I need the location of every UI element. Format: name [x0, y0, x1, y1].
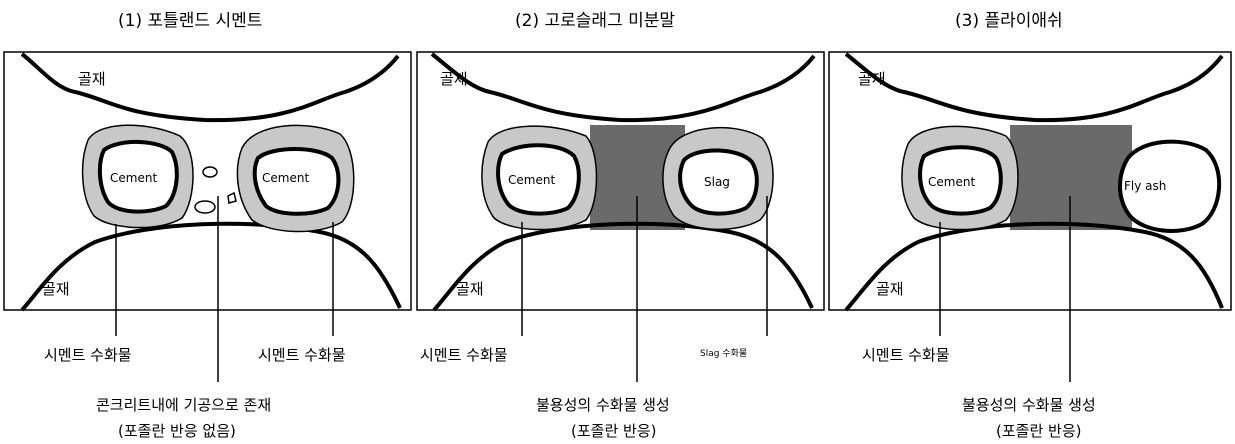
- panel3-particle-left-label: Cement: [928, 175, 975, 189]
- panel2-cement-particle-left: [496, 143, 581, 216]
- panel3-insoluble-hydrate: [1010, 125, 1132, 230]
- panel1-void: [227, 191, 237, 204]
- panel2-aggregate-bottom-label: 골재: [456, 280, 484, 298]
- panel1-label-left: 시멘트 수화물: [44, 346, 132, 364]
- panel2-caption-line2: (포졸란 반응): [571, 422, 656, 440]
- panel3-label-left: 시멘트 수화물: [862, 346, 950, 364]
- panel2-title: (2) 고로슬래그 미분말: [515, 11, 675, 31]
- panel1-void: [202, 166, 218, 178]
- panel-fly-ash: (3) 플라이애쉬 골재 골재 Cement Fly ash 시멘트 수화물 불…: [828, 11, 1232, 440]
- panel1-aggregate-bottom-outline: [20, 221, 402, 312]
- panel1-aggregate-top-outline: [20, 52, 400, 123]
- panel3-fly-ash-particle: [1118, 139, 1221, 233]
- panel1-particle-right-label: Cement: [262, 171, 309, 185]
- panel3-aggregate-bottom-outline: [844, 221, 1224, 312]
- panel1-cement-particle-right: [252, 147, 341, 216]
- panel2-particle-right-label: Slag: [704, 175, 730, 189]
- panel3-cement-particle-left: [918, 145, 1003, 216]
- panel2-label-left: 시멘트 수화물: [420, 346, 508, 364]
- panel2-aggregate-top-label: 골재: [440, 70, 468, 88]
- panel1-caption-line2: (포졸란 반응 없음): [118, 422, 236, 440]
- panel3-title: (3) 플라이애쉬: [955, 11, 1063, 31]
- panel3-particle-right-label: Fly ash: [1124, 179, 1166, 193]
- panel2-aggregate-top-outline: [430, 52, 816, 123]
- panel3-caption-line1: 불용성의 수화물 생성: [962, 396, 1096, 414]
- panel3-aggregate-top-outline: [844, 52, 1224, 123]
- panel1-title: (1) 포틀랜드 시멘트: [118, 11, 262, 31]
- panel2-caption-line1: 불용성의 수화물 생성: [536, 396, 670, 414]
- panel2-aggregate-bottom-outline: [432, 221, 814, 312]
- panel2-slag-particle: [678, 148, 759, 216]
- panel-blast-furnace-slag: (2) 고로슬래그 미분말 골재 골재 Cement Slag 시멘트 수화물 …: [416, 11, 825, 440]
- panel2-label-right: Slag 수화물: [700, 348, 747, 359]
- panel1-aggregate-top-label: 골재: [78, 70, 106, 88]
- panel3-aggregate-bottom-label: 골재: [876, 280, 904, 298]
- panel1-cement-particle-left: [97, 139, 179, 214]
- panel-portland-cement: (1) 포틀랜드 시멘트 골재 골재 Cement Cement 시멘트 수화물…: [3, 11, 412, 440]
- panel1-particle-left-label: Cement: [110, 171, 157, 185]
- panel3-caption-line2: (포졸란 반응): [996, 422, 1081, 440]
- panel3-aggregate-top-label: 골재: [858, 70, 886, 88]
- panel1-caption-line1: 콘크리트내에 기공으로 존재: [96, 396, 271, 414]
- panel1-label-right: 시멘트 수화물: [258, 346, 346, 364]
- panel1-void: [194, 200, 216, 214]
- panel2-particle-left-label: Cement: [508, 173, 555, 187]
- panel1-aggregate-bottom-label: 골재: [42, 280, 70, 298]
